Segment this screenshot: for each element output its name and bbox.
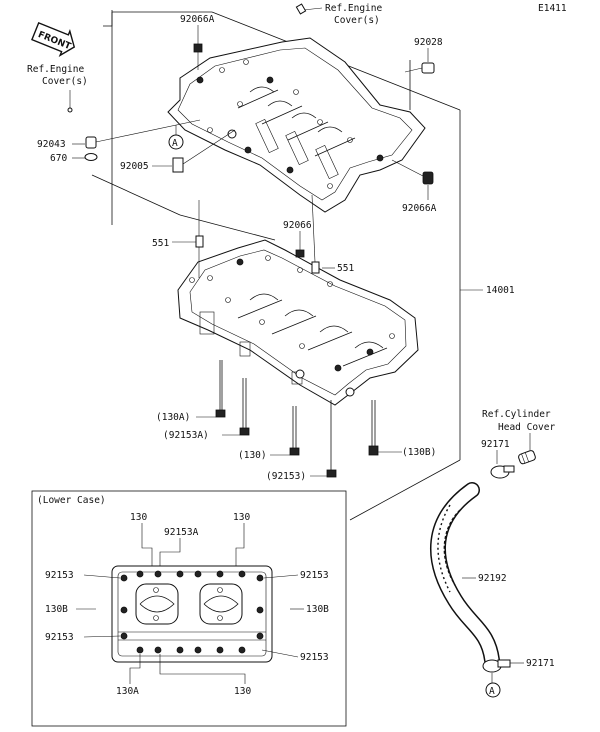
label-130: (130) [238,450,267,461]
ref-cylinder-head-cover-line1: Ref.Cylinder [482,409,551,420]
lower-case-title: (Lower Case) [37,495,106,506]
label-92153: (92153) [266,471,306,482]
label-92153A: (92153A) [163,430,209,441]
o-ring-670 [84,153,98,161]
ref-cylinder-head-cover-line2: Head Cover [498,422,555,433]
fitting-92005 [172,157,184,173]
lower-crankcase [177,239,419,406]
label-670: 670 [50,153,67,164]
label-130A: (130A) [156,412,190,423]
bolt-130B [368,400,379,456]
lower-case-inset [31,490,347,727]
label-92043: 92043 [37,139,66,150]
pin-92043 [85,136,97,149]
diagram-id: E1411 [538,3,567,14]
inset-label-92153-left-bot: 92153 [45,632,74,643]
dowel-ref-point-left [67,107,73,113]
ref-engine-cover-top-line1: Ref.Engine [325,3,382,14]
label-92066A-right: 92066A [402,203,437,214]
inset-label-130B-right: 130B [306,604,329,615]
bolt-130 [289,406,300,456]
inset-label-130B-left: 130B [45,604,68,615]
clamp-92171-top [490,465,515,479]
callout-a-bottom [485,682,501,698]
label-92171-top: 92171 [481,439,510,450]
ref-engine-cover-left-line2: Cover(s) [42,76,88,87]
dowel-551-right [311,261,320,274]
label-92171-bottom: 92171 [526,658,555,669]
upper-crankcase [167,37,426,213]
label-92192: 92192 [478,573,507,584]
clamp-92171-bottom [482,659,511,673]
inset-label-92153A-top: 92153A [164,527,199,538]
ref-engine-cover-top-line2: Cover(s) [334,15,380,26]
inset-label-92153-right-bot: 92153 [300,652,329,663]
label-130B: (130B) [402,447,436,458]
inset-label-130-top-left: 130 [130,512,147,523]
label-92028: 92028 [414,37,443,48]
inset-label-92153-left-top: 92153 [45,570,74,581]
bolt-92153 [326,400,337,478]
dowel-551-left [195,235,204,248]
inset-label-130-top-right: 130 [233,512,250,523]
inset-label-92153-right-top: 92153 [300,570,329,581]
inset-label-130A-bottom: 130A [116,686,139,697]
label-551-right: 551 [337,263,354,274]
label-92066: 92066 [283,220,312,231]
label-14001: 14001 [486,285,515,296]
bolt-92066A-right [422,171,434,185]
bolt-92066 [295,249,305,258]
bolt-92153A [239,378,250,436]
plug-92028 [421,62,435,74]
breather-fitting [518,450,536,465]
ref-engine-cover-left-line1: Ref.Engine [27,64,84,75]
label-551-left: 551 [152,238,169,249]
label-92005: 92005 [120,161,149,172]
lower-case-bottom-view [111,565,273,663]
label-92066A-top: 92066A [180,14,215,25]
svg-text:A: A [489,686,495,697]
bolt-130A [215,360,226,418]
inset-label-130-bottom: 130 [234,686,251,697]
svg-text:A: A [172,138,178,149]
sealing-washer-bolt-92066A-top [193,43,203,53]
breather-hose-92192 [430,482,500,668]
front-arrow-badge: FRONT [31,22,76,57]
